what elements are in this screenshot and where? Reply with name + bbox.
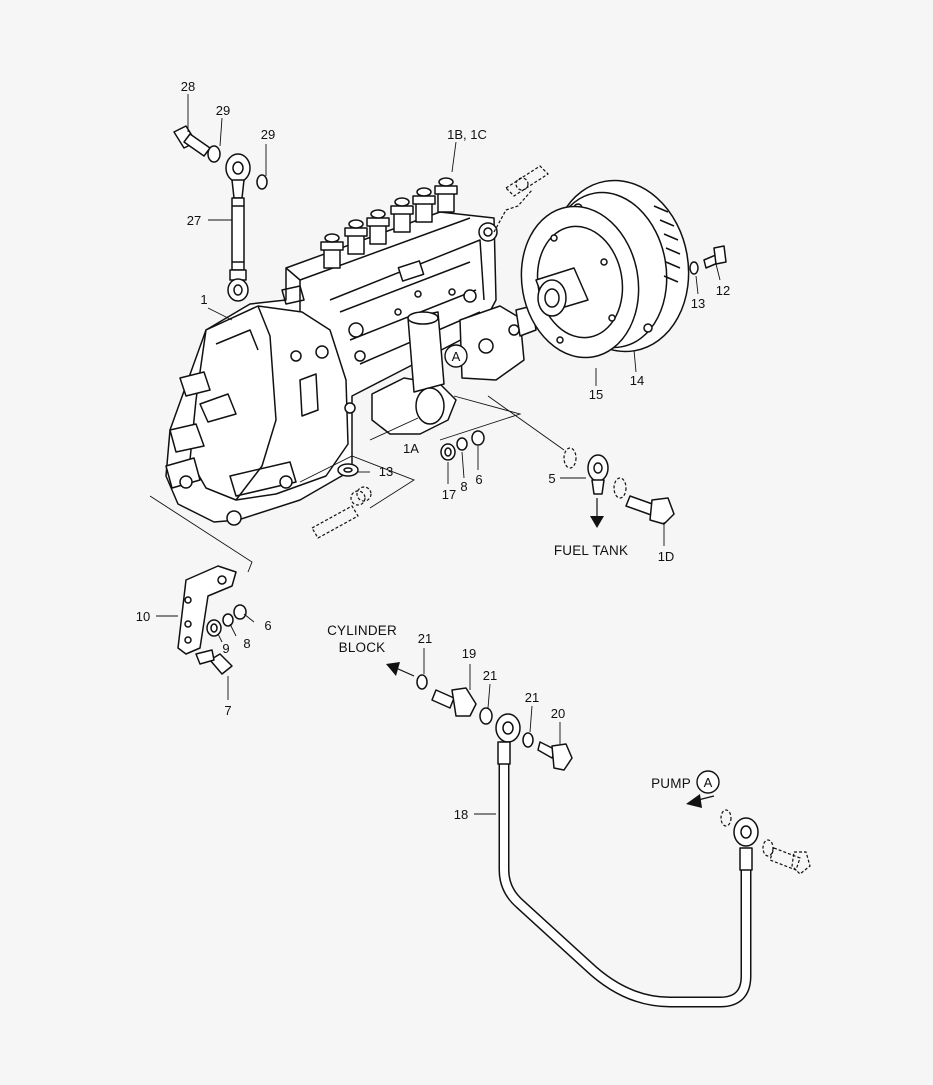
- part-label-1a: 1A: [403, 441, 419, 456]
- svg-text:A: A: [452, 349, 461, 364]
- part-label-13-lower: 13: [379, 464, 393, 479]
- part-label-8-upper: 8: [460, 479, 467, 494]
- washer-21-a: [416, 674, 428, 690]
- washer-13-lower: [337, 463, 359, 477]
- part-label-20: 20: [551, 706, 565, 721]
- dashed-bolt-upper: [493, 165, 549, 233]
- part-label-6-upper: 6: [475, 472, 482, 487]
- fuel-tank-label: FUEL TANK: [554, 543, 628, 558]
- bracket-10: [177, 565, 237, 655]
- part-label-21-b: 21: [483, 668, 497, 683]
- svg-text:A: A: [704, 775, 713, 790]
- banjo-fitting-5: [563, 447, 627, 499]
- part-label-8-bracket: 8: [243, 636, 250, 651]
- part-label-1: 1: [200, 292, 207, 307]
- part-label-27: 27: [187, 213, 201, 228]
- drive-hub-15: [520, 205, 640, 359]
- washer-29-side: [256, 174, 268, 190]
- part-label-9: 9: [222, 641, 229, 656]
- part-label-7: 7: [224, 703, 231, 718]
- part-label-21-a: 21: [418, 631, 432, 646]
- injection-pump-body: [165, 211, 537, 526]
- cylinder-block-label-line1: CYLINDER: [327, 623, 397, 638]
- banjo-fitting-lower: [495, 713, 521, 743]
- bolt-7: [195, 649, 233, 675]
- part-label-6-bracket: 6: [264, 618, 271, 633]
- hose-27: [227, 197, 249, 302]
- washer-8-upper: [456, 437, 468, 451]
- washer-29-top: [207, 145, 221, 163]
- part-label-1b-1c: 1B, 1C: [447, 127, 487, 142]
- dashed-bolt-lower: [311, 486, 372, 539]
- marker-a-top: A: [444, 344, 468, 368]
- part-label-21-c: 21: [525, 690, 539, 705]
- part-label-1d: 1D: [658, 549, 675, 564]
- delivery-valve-holders: [320, 177, 458, 269]
- part-label-12: 12: [716, 283, 730, 298]
- part-label-19: 19: [462, 646, 476, 661]
- nut-9: [206, 619, 222, 637]
- part-label-29-top: 29: [216, 103, 230, 118]
- marker-a-pump: A: [696, 770, 720, 794]
- part-label-10: 10: [136, 609, 150, 624]
- washer-6-upper: [471, 430, 485, 446]
- part-label-14: 14: [630, 373, 644, 388]
- cylinder-block-arrow: [386, 662, 415, 677]
- banjo-fitting-pump: [720, 809, 811, 875]
- pump-label: PUMP: [651, 776, 691, 791]
- bolt-1d: [625, 495, 675, 525]
- washer-8-bracket: [222, 613, 234, 627]
- fuel-tank-arrow: [590, 498, 604, 528]
- part-label-17: 17: [442, 487, 456, 502]
- banjo-fitting-top: [225, 153, 251, 199]
- part-label-28: 28: [181, 79, 195, 94]
- cylinder-block-label-line2: BLOCK: [339, 640, 386, 655]
- nut-17: [440, 443, 456, 461]
- bolt-20: [537, 741, 573, 771]
- part-label-5: 5: [548, 471, 555, 486]
- bolt-12: [689, 245, 727, 275]
- part-number-labels: 28 29 29 27 1 1B, 1C 12 13 14 15 1A 13 1…: [136, 79, 730, 822]
- washer-21-b: [479, 707, 493, 725]
- leader-lines: [149, 94, 721, 815]
- hose-18: [497, 741, 753, 1008]
- pump-arrow: [686, 794, 715, 808]
- part-label-13-upper: 13: [691, 296, 705, 311]
- washer-6-bracket: [233, 604, 247, 620]
- washer-21-c: [522, 732, 534, 748]
- fitting-19: [431, 687, 477, 717]
- part-label-29-side: 29: [261, 127, 275, 142]
- bolt-28: [173, 125, 211, 157]
- part-label-18: 18: [454, 807, 468, 822]
- part-label-15: 15: [589, 387, 603, 402]
